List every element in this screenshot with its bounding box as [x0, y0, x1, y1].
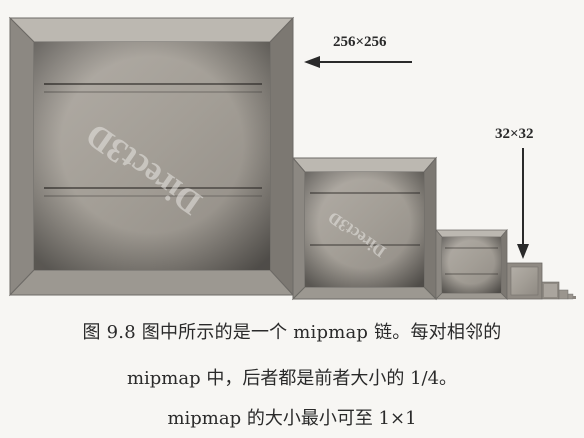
caption-line-1: 图 9.8 图中所示的是一个 mipmap 链。每对相邻的 — [82, 322, 502, 343]
arrow-256 — [304, 56, 412, 68]
mipmap-level-256: Direct3D — [8, 16, 295, 297]
caption-line-3: mipmap 的大小最小可至 1×1 — [167, 408, 417, 429]
label-32: 32×32 — [495, 126, 534, 142]
mipmap-chain-figure: Direct3D Direct3D — [8, 16, 576, 301]
label-256: 256×256 — [333, 34, 387, 50]
mipmap-level-64 — [435, 228, 508, 300]
mipmap-level-32 — [506, 262, 543, 300]
mipmap-level-4 — [567, 293, 574, 300]
mipmap-level-16 — [541, 281, 560, 300]
arrow-32 — [517, 148, 529, 259]
mipmap-level-128: Direct3D — [291, 156, 438, 301]
mipmap-level-8 — [558, 289, 569, 300]
caption-line-2: mipmap 中，后者都是前者大小的 1/4。 — [126, 368, 458, 389]
mipmap-level-2 — [573, 296, 576, 299]
